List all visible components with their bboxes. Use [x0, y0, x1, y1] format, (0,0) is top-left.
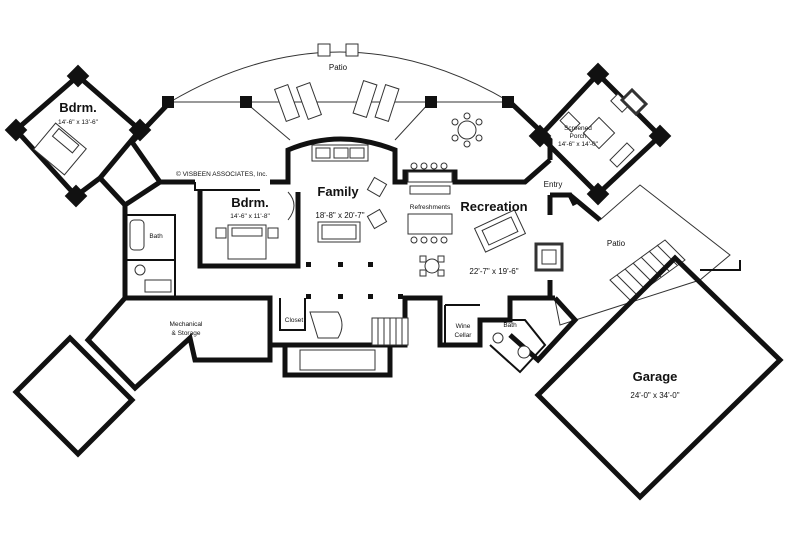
sink — [517, 345, 531, 359]
porch-fireplace — [619, 87, 649, 117]
recreation-label: Recreation — [460, 199, 527, 214]
closet-label: Closet — [285, 317, 304, 324]
toilet — [134, 264, 146, 276]
family-label: Family — [317, 184, 359, 199]
column — [338, 262, 343, 267]
column — [368, 262, 373, 267]
left-bedroom-bed — [33, 122, 87, 176]
exterior-wall-main — [129, 100, 553, 185]
fireplace-inner — [541, 249, 557, 265]
bath-right-wall — [489, 319, 547, 374]
storage-box — [12, 334, 136, 458]
column — [425, 96, 437, 108]
left-bedroom-wall — [12, 72, 144, 200]
center-bedroom-wall — [197, 190, 301, 269]
refreshments-bar — [407, 162, 453, 244]
center-bedroom-top — [194, 182, 260, 191]
patio-arc — [169, 51, 511, 103]
porch-label-1: Screened — [564, 125, 592, 132]
patio-diagonal-left — [244, 101, 291, 141]
bath-left-wall — [125, 214, 176, 298]
garage-size: 24'-0" x 34'-0" — [630, 391, 679, 400]
credit-text: © VISBEEN ASSOCIATES, Inc. — [176, 170, 268, 178]
recreation-size: 22'-7" x 19'-6" — [469, 267, 518, 276]
bath-left-label: Bath — [149, 233, 163, 240]
wine-cellar-label-2: Cellar — [455, 332, 473, 339]
porch-size: 14'-6" x 14'-0" — [558, 141, 599, 148]
stairs-right — [609, 239, 686, 301]
vanity — [144, 279, 172, 293]
porch-furniture — [559, 93, 635, 168]
family-size: 18'-8" x 20'-7" — [315, 211, 364, 220]
column — [306, 294, 311, 299]
column — [338, 294, 343, 299]
center-bedroom-bed — [215, 224, 279, 260]
patio-top-label: Patio — [329, 63, 348, 72]
stair-opening — [299, 349, 376, 371]
corner-post — [64, 184, 88, 208]
patio-right-label: Patio — [607, 239, 626, 248]
stairs-center — [371, 317, 409, 346]
bdrm-left-size: 14'-6" x 13'-6" — [58, 119, 99, 126]
column — [306, 262, 311, 267]
porch-label-2: Porch — [570, 133, 587, 140]
wine-cellar-wall — [444, 304, 480, 345]
garage-wall — [534, 254, 784, 501]
lower-wall — [195, 295, 555, 348]
mechanical-label-2: & Storage — [172, 330, 201, 337]
entry-label: Entry — [544, 180, 563, 189]
mechanical-label-1: Mechanical — [170, 321, 203, 328]
wine-cellar-label-1: Wine — [456, 323, 471, 330]
left-wing-wall — [98, 176, 195, 301]
bdrm-center-size: 14'-6" x 11'-8" — [230, 213, 270, 220]
toilet — [492, 332, 504, 344]
closet-wall — [279, 298, 306, 331]
family-furniture — [311, 144, 388, 243]
bath-right-label: Bath — [503, 322, 517, 329]
bdrm-left-label: Bdrm. — [59, 100, 97, 115]
patio-table — [451, 112, 483, 148]
column — [398, 294, 403, 299]
corner-post — [586, 62, 610, 86]
recreation-furniture — [419, 209, 527, 277]
right-patio-wall — [700, 260, 741, 271]
entry-wall — [550, 192, 602, 222]
bdrm-center-label: Bdrm. — [231, 195, 269, 210]
bathtub — [129, 219, 145, 251]
mechanical-wall — [84, 296, 273, 392]
right-patio-outline — [554, 184, 731, 326]
column — [240, 96, 252, 108]
lounge-chairs — [273, 43, 400, 123]
garage-label: Garage — [633, 369, 678, 384]
stair-wall-bottom — [282, 345, 393, 378]
corner-post — [66, 64, 90, 88]
column — [368, 294, 373, 299]
fireplace-arc — [287, 191, 295, 221]
patio-diagonal-right — [394, 101, 431, 141]
refreshments-label: Refreshments — [410, 204, 451, 211]
piano — [309, 311, 343, 339]
